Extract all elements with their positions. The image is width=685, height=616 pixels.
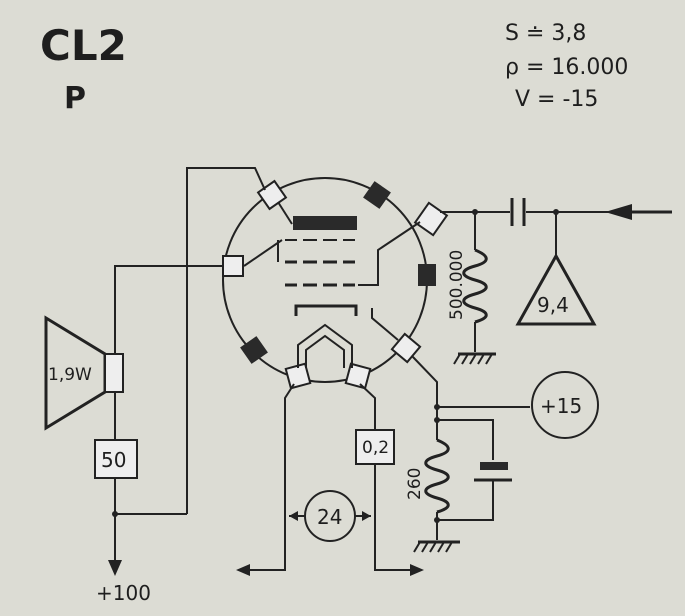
output-transformer-box bbox=[94, 439, 138, 479]
cathode-resistor-label: 260 bbox=[405, 468, 425, 500]
heater-resistor-label: 0,2 bbox=[362, 438, 389, 458]
pin-blank-right bbox=[418, 264, 436, 286]
input-arrow-icon bbox=[605, 204, 632, 220]
junction-dot bbox=[434, 404, 440, 410]
tube-subtitle: P bbox=[64, 81, 86, 116]
heater-wire-b-lower bbox=[374, 464, 412, 571]
output-transformer-label: 50 bbox=[101, 448, 126, 472]
bypass-capacitor-top-wire bbox=[437, 419, 494, 460]
pin-blank-top bbox=[363, 181, 391, 209]
anode-plate bbox=[293, 216, 357, 230]
heater-wire-a bbox=[248, 383, 295, 571]
anode-wire bbox=[186, 167, 266, 514]
heater-filament-inner bbox=[305, 334, 345, 368]
coupling-capacitor bbox=[510, 198, 526, 226]
pin-heater-a bbox=[284, 362, 312, 390]
cathode bbox=[294, 304, 358, 316]
cathode-wire bbox=[411, 355, 438, 420]
tube-name: CL2 bbox=[40, 21, 127, 70]
param-internal-resistance: ρ = 16.000 bbox=[505, 55, 628, 80]
cathode-lead bbox=[371, 308, 399, 341]
ground-hatch bbox=[453, 353, 493, 365]
tube-pins bbox=[222, 179, 449, 390]
heater-wire-b bbox=[359, 383, 376, 430]
pin-screen-grid bbox=[222, 255, 244, 277]
cathode-resistor bbox=[424, 438, 450, 514]
bypass-capacitor-bottom-wire bbox=[437, 480, 494, 521]
pin-control-grid bbox=[413, 201, 449, 237]
heater-voltage-arrow-heads bbox=[289, 511, 371, 521]
heater-arrow-right-icon bbox=[410, 564, 424, 576]
screen-lead bbox=[243, 239, 283, 267]
junction-dot bbox=[112, 511, 118, 517]
supply-voltage-label: +100 bbox=[96, 581, 151, 605]
anode-lead bbox=[277, 201, 293, 225]
tube-electrodes bbox=[285, 216, 358, 368]
param-grid-bias: V = -15 bbox=[515, 87, 598, 112]
heater-arrow-left-icon bbox=[236, 564, 250, 576]
heater-resistor-box bbox=[355, 429, 395, 465]
pin-cathode bbox=[390, 332, 422, 364]
pin-blank-left bbox=[240, 336, 268, 364]
heater-voltage-circle bbox=[304, 490, 356, 542]
supply-arrow bbox=[108, 560, 122, 576]
heater-voltage-label: 24 bbox=[317, 505, 342, 529]
speaker-coil bbox=[104, 353, 124, 393]
signal-source-triangle bbox=[515, 252, 597, 326]
heater-filament bbox=[297, 323, 353, 368]
bias-voltage-circle bbox=[531, 371, 599, 439]
grid-resistor-label: 500.000 bbox=[447, 250, 467, 320]
screen-to-speaker-wire bbox=[114, 265, 223, 356]
bypass-capacitor-plate bbox=[480, 462, 508, 470]
grid-lead bbox=[358, 221, 421, 286]
pin-heater-b bbox=[344, 362, 372, 390]
grid-resistor bbox=[462, 248, 488, 324]
param-transconductance: S ≐ 3,8 bbox=[505, 21, 586, 46]
ground-hatch bbox=[413, 541, 453, 553]
speaker-power-label: 1,9W bbox=[48, 365, 92, 385]
bias-voltage-label: +15 bbox=[540, 394, 582, 418]
input-signal-label: 9,4 bbox=[537, 293, 569, 317]
supply-junction-wire bbox=[114, 478, 187, 515]
